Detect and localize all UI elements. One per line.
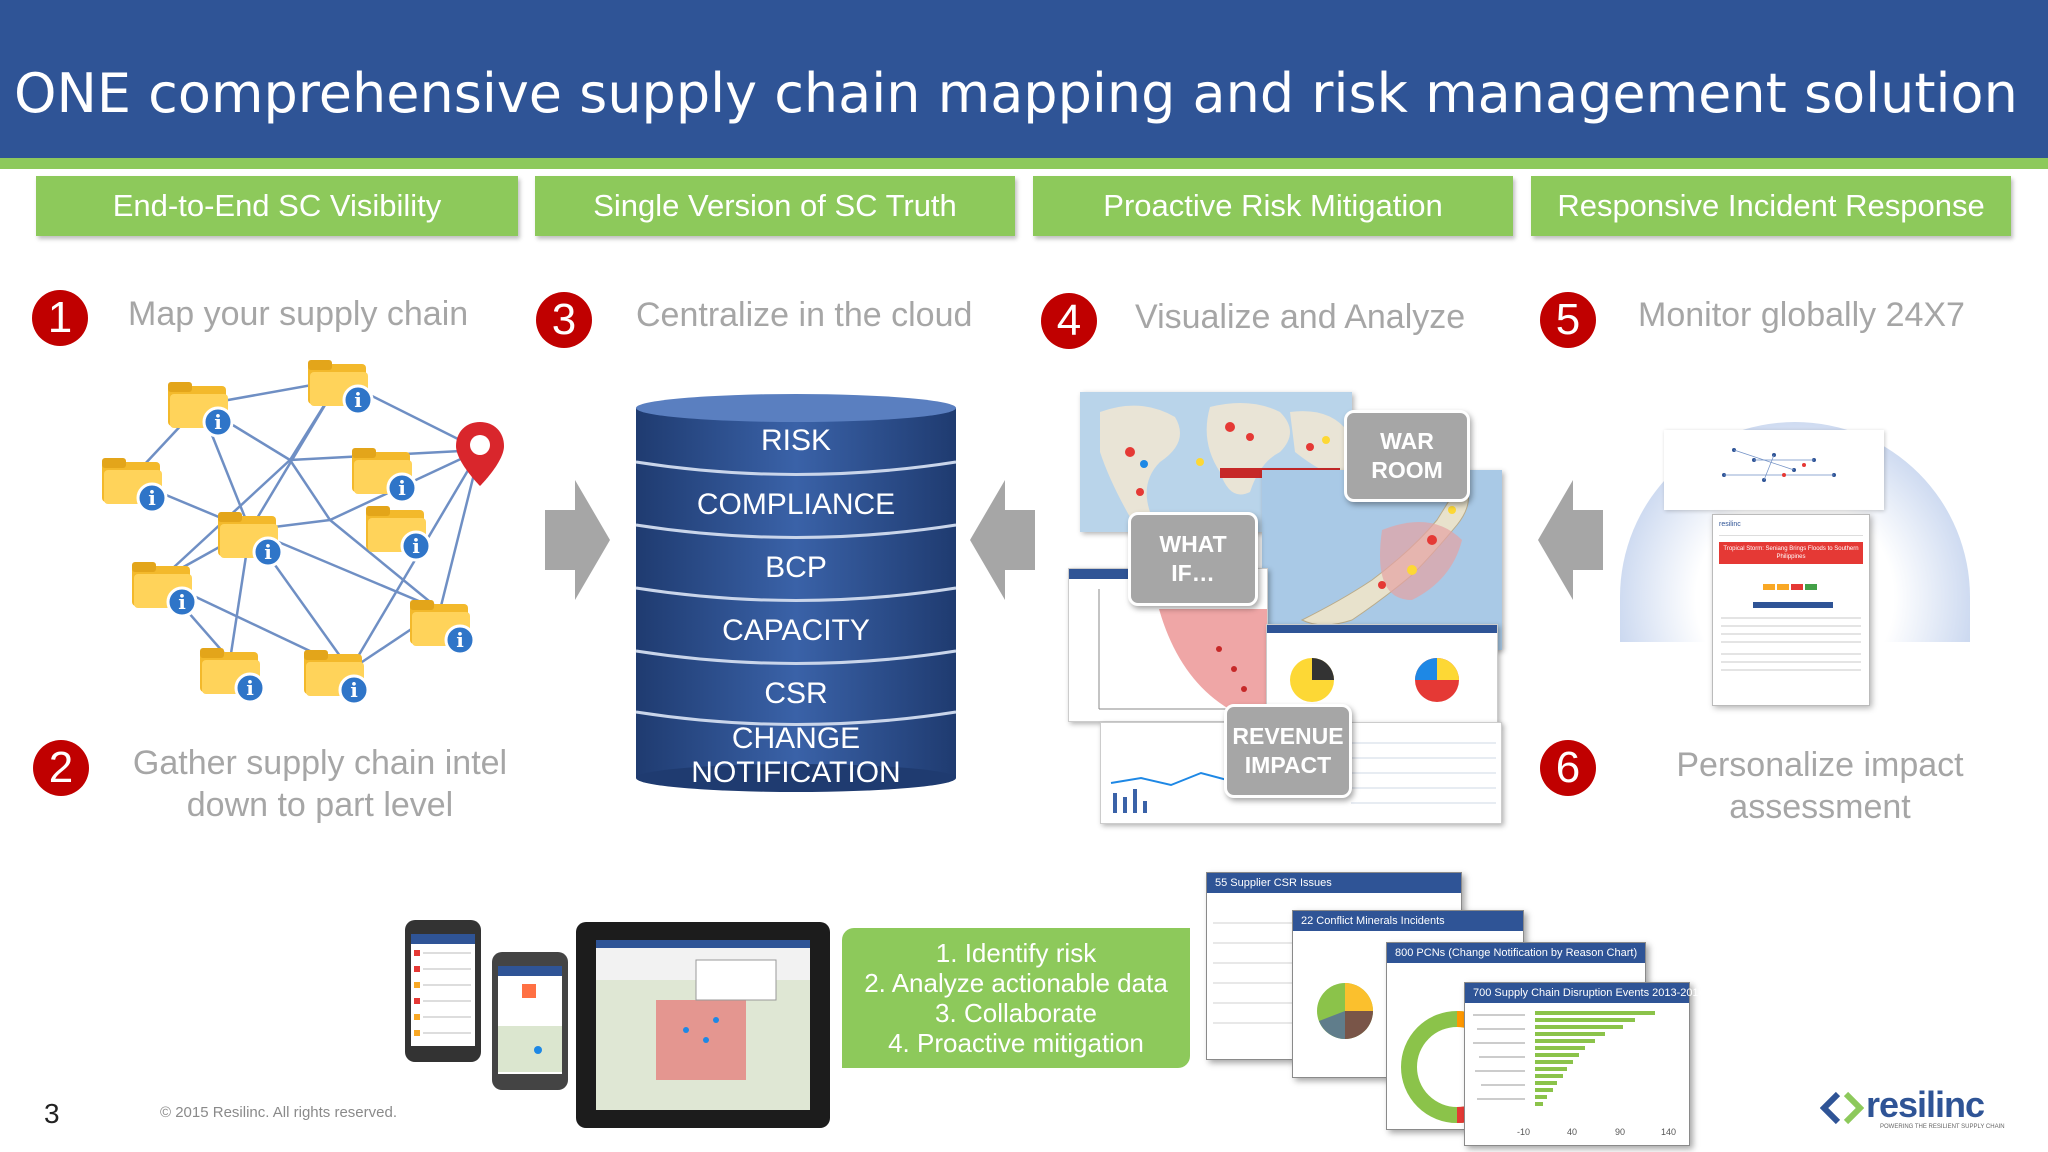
cloud-database-graphic: [635, 394, 957, 792]
location-pin-icon: [456, 422, 504, 486]
supplier-folder-icons: i i i i i i i i i i: [102, 360, 476, 706]
pillar-truth: Single Version of SC Truth: [535, 176, 1015, 236]
svg-text:i: i: [148, 486, 156, 510]
pillar-mitigation: Proactive Risk Mitigation: [1033, 176, 1513, 236]
step-number-4: 4: [1041, 293, 1097, 349]
action-step-1: 1. Identify risk: [935, 938, 1097, 968]
db-layer-compliance: COMPLIANCE: [696, 488, 896, 521]
db-layer-capacity: CAPACITY: [722, 614, 870, 647]
alert-body-lines: [1721, 584, 1861, 671]
action-step-2: 2. Analyze actionable data: [864, 968, 1168, 998]
arrow-left-icon: [970, 480, 1035, 600]
svg-text:i: i: [412, 534, 420, 558]
svg-text:i: i: [456, 628, 464, 652]
global-network-thumbnail: [1664, 430, 1884, 510]
db-layer-bcp: BCP: [765, 551, 827, 584]
war-room-card: WAR ROOM: [1344, 410, 1470, 502]
title-banner: [0, 0, 2048, 158]
revenue-impact-card: REVENUE IMPACT: [1224, 704, 1352, 798]
pillar-incident-response: Responsive Incident Response: [1531, 176, 2011, 236]
step-number-3: 3: [536, 292, 592, 348]
report-pcns-title: 800 PCNs (Change Notification by Reason …: [1387, 943, 1645, 963]
smartphone-1: [405, 920, 481, 1062]
revenue-impact-label-1: REVENUE: [1232, 723, 1344, 749]
report-csr-issues-title: 55 Supplier CSR Issues: [1207, 873, 1461, 893]
world-map-screenshot: [1080, 392, 1352, 532]
db-layer-risk: RISK: [760, 424, 832, 457]
db-layer-change-notification: CHANGE NOTIFICATION: [636, 722, 956, 790]
step-label-2-line1: Gather supply chain intel: [132, 744, 508, 782]
report-conflict-pie: [1317, 983, 1373, 1039]
phone-map: [498, 984, 562, 1072]
db-layer-csr: CSR: [764, 677, 828, 710]
step-label-6-line1: Personalize impact: [1676, 746, 1964, 784]
step-number-5: 5: [1540, 292, 1596, 348]
step-label-2-line2: down to part level: [186, 786, 454, 824]
report-disruption-events-title: 700 Supply Chain Disruption Events 2013-…: [1465, 983, 1705, 1003]
world-map: [1100, 403, 1348, 517]
step-number-2: 2: [33, 740, 89, 796]
action-steps-box: 1. Identify risk 2. Analyze actionable d…: [842, 928, 1190, 1068]
what-if-label-2: IF…: [1171, 560, 1215, 586]
step-number-1: 1: [32, 290, 88, 346]
japan-map: [1300, 479, 1469, 626]
report-axis-tick-2: 40: [1567, 1127, 1578, 1137]
phone-list: [414, 950, 471, 1036]
action-step-3: 3. Collaborate: [935, 998, 1097, 1028]
svg-text:i: i: [398, 476, 406, 500]
pie-charts-thumbnail: [1267, 625, 1497, 702]
what-if-card: WHAT IF…: [1128, 512, 1258, 606]
war-room-label-1: WAR: [1380, 428, 1434, 454]
pillar-visibility: End-to-End SC Visibility: [36, 176, 518, 236]
action-step-4: 4. Proactive mitigation: [888, 1028, 1144, 1058]
alert-report-thumbnail: resilinc Tropical Storm: Seniang Brings …: [1712, 514, 1870, 706]
tablet: [576, 922, 830, 1128]
report-conflict-minerals-title: 22 Conflict Minerals Incidents: [1293, 911, 1523, 931]
war-room-label-2: ROOM: [1371, 457, 1443, 483]
revenue-impact-label-2: IMPACT: [1244, 752, 1332, 778]
what-if-label-1: WHAT: [1159, 531, 1227, 557]
tablet-screen: [596, 940, 810, 1110]
step-label-4: Visualize and Analyze: [1135, 298, 1466, 336]
report-disruption-events: 700 Supply Chain Disruption Events 2013-…: [1464, 982, 1705, 1146]
db-layer-change: CHANGE: [731, 722, 861, 755]
smartphone-1-screen: [411, 934, 475, 1046]
svg-text:i: i: [264, 540, 272, 564]
alert-logo: resilinc: [1719, 521, 1863, 536]
logo-wordmark: resilinc: [1866, 1084, 1985, 1125]
resilinc-logo: resilinc POWERING THE RESILIENT SUPPLY C…: [1820, 1084, 2010, 1134]
divider: [0, 158, 2048, 169]
supply-chain-network-graphic: i i i i i i i i i i: [102, 360, 504, 706]
report-axis-tick-4: 140: [1661, 1127, 1677, 1137]
report-disruption-bars: [1473, 1011, 1655, 1106]
step-label-6-line2: assessment: [1729, 788, 1911, 826]
revenue-table-thumbnail: [1110, 742, 1496, 813]
copyright: © 2015 Resilinc. All rights reserved.: [160, 1104, 397, 1121]
step-label-1: Map your supply chain: [128, 295, 469, 333]
step-label-2: Gather supply chain intel down to part l…: [120, 742, 520, 826]
svg-text:i: i: [214, 410, 222, 434]
db-layer-notification: NOTIFICATION: [691, 756, 901, 789]
smartphone-2: [492, 952, 568, 1090]
tablet-dashboard: [596, 940, 810, 1110]
logo-chevrons-icon: [1820, 1091, 1864, 1125]
logo-tagline: POWERING THE RESILIENT SUPPLY CHAIN: [1880, 1124, 2005, 1130]
slide-title: ONE comprehensive supply chain mapping a…: [14, 62, 2018, 125]
svg-text:i: i: [246, 676, 254, 700]
page-number: 3: [44, 1098, 60, 1129]
step-label-5: Monitor globally 24X7: [1638, 296, 1965, 334]
network-dots: [1722, 448, 1836, 482]
smartphone-2-screen: [498, 966, 562, 1074]
arrow-right-icon: [545, 480, 610, 600]
svg-text:i: i: [178, 590, 186, 614]
arrow-left-icon: [1538, 480, 1603, 600]
step-label-3: Centralize in the cloud: [636, 296, 973, 334]
alert-banner: Tropical Storm: Seniang Brings Floods to…: [1719, 542, 1863, 564]
svg-text:i: i: [350, 678, 358, 702]
step-label-6: Personalize impact assessment: [1620, 744, 2020, 828]
step-number-6: 6: [1540, 740, 1596, 796]
report-axis-tick-1: -10: [1517, 1127, 1531, 1137]
svg-text:i: i: [354, 388, 362, 412]
report-axis-tick-3: 90: [1615, 1127, 1626, 1137]
